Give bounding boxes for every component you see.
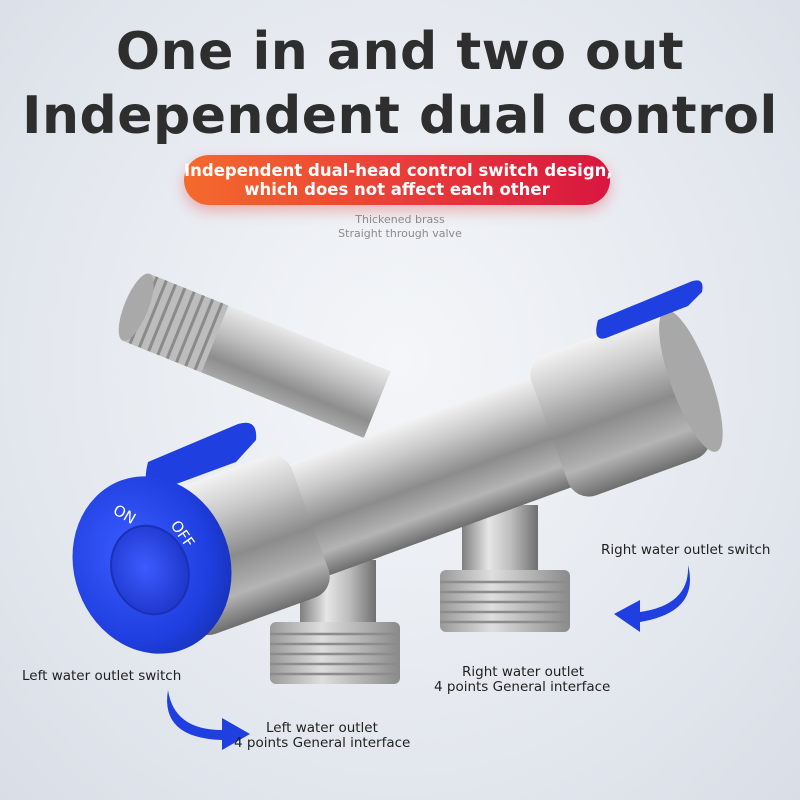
right-outlet-callout-line-1: Right water outlet: [462, 664, 585, 680]
inlet-pipe: [118, 273, 391, 438]
headline-line-1: One in and two out: [115, 22, 685, 82]
left-outlet-callout-line-2: 4 points General interface: [234, 735, 411, 751]
right-outlet-callout-line-2: 4 points General interface: [434, 679, 611, 695]
headline-line-2: Independent dual control: [22, 86, 778, 146]
right-switch-lever[interactable]: [596, 280, 703, 339]
left-switch-knob[interactable]: ON OFF: [48, 422, 257, 677]
curved-arrow-left-icon: [614, 565, 690, 632]
left-outlet-callout-line-1: Left water outlet: [266, 720, 378, 736]
right-switch-callout: Right water outlet switch: [601, 542, 771, 558]
feature-banner: Independent dual-head control switch des…: [184, 155, 613, 205]
feature-banner-line-1: Independent dual-head control switch des…: [184, 161, 613, 180]
feature-banner-line-2: which does not affect each other: [244, 180, 550, 199]
subcaption-line-1: Thickened brass: [355, 213, 445, 226]
left-switch-callout: Left water outlet switch: [22, 668, 182, 684]
curved-arrow-right-icon: [167, 690, 250, 750]
subcaption-line-2: Straight through valve: [338, 227, 462, 240]
